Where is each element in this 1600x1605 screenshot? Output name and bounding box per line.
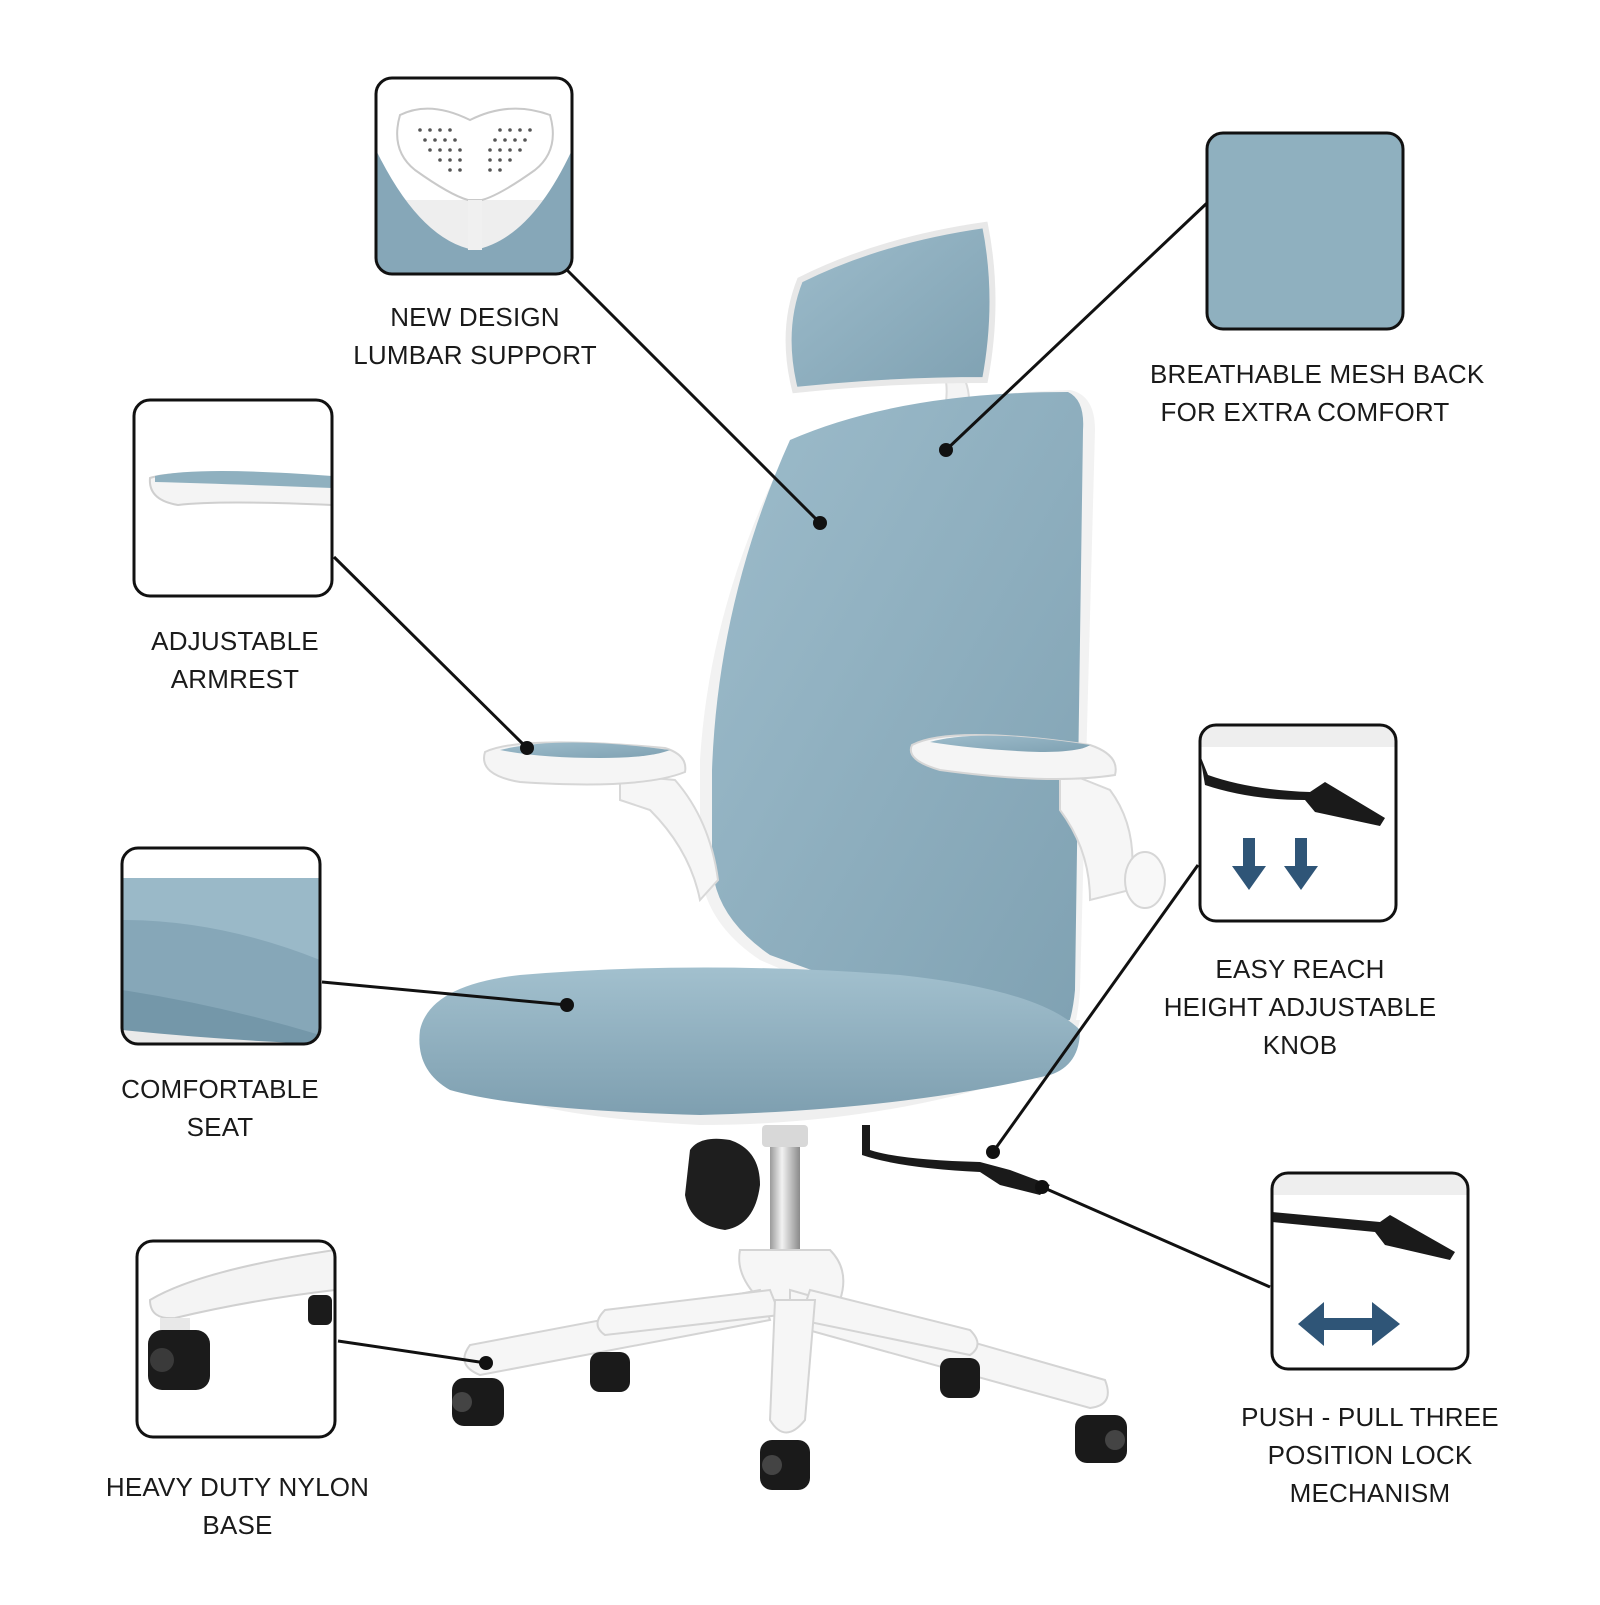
- casters: [452, 1352, 1127, 1490]
- chair: [419, 221, 1166, 1490]
- seat-callout-box: [120, 846, 322, 1046]
- nylon-base: [463, 1249, 1109, 1434]
- lock-mechanism-label: PUSH - PULL THREE POSITION LOCK MECHANIS…: [1241, 1402, 1499, 1508]
- seat-label: COMFORTABLE SEAT: [121, 1074, 319, 1142]
- lumbar-support-icon: [396, 107, 554, 250]
- height-knob-label: EASY REACH HEIGHT ADJUSTABLE KNOB: [1163, 954, 1437, 1060]
- base-label: HEAVY DUTY NYLON BASE: [105, 1472, 370, 1540]
- caster-wheel-icon: [148, 1248, 335, 1390]
- double-down-arrow-icon: [1232, 838, 1318, 890]
- right-armrest-knob: [1124, 851, 1166, 909]
- headrest: [785, 221, 996, 394]
- caster-front: [760, 1440, 810, 1490]
- lumbar-label: NEW DESIGN LUMBAR SUPPORT: [353, 302, 597, 370]
- caster-right-front: [1075, 1415, 1127, 1463]
- seat-cushion: [419, 967, 1080, 1115]
- armrest-label: ADJUSTABLE ARMREST: [151, 626, 319, 694]
- height-knob-callout-box: [1198, 723, 1398, 923]
- mesh-callout-box: [1205, 131, 1405, 331]
- leader-lines: [321, 201, 1271, 1370]
- lumbar-callout-box: [374, 76, 574, 276]
- backrest-mesh: [712, 392, 1084, 1055]
- caster-right-back: [940, 1358, 980, 1398]
- double-headed-arrow-icon: [1298, 1302, 1400, 1346]
- armrest-callout-box: [132, 398, 334, 598]
- lock-callout-box: [1270, 1171, 1470, 1371]
- caster-left-front: [452, 1378, 504, 1426]
- height-lever: [862, 1125, 1050, 1195]
- seat-cushion-icon: [122, 878, 320, 1044]
- tension-knob: [685, 1138, 760, 1230]
- base-callout-box: [135, 1239, 337, 1439]
- armrest-icon: [148, 471, 332, 507]
- gas-lift-cylinder: [770, 1135, 800, 1265]
- caster-left-back: [590, 1352, 630, 1392]
- left-armrest-post: [619, 773, 720, 903]
- mesh-swatch-icon: [1205, 131, 1405, 331]
- mesh-back-label: BREATHABLE MESH BACK FOR EXTRA COMFORT: [1150, 359, 1485, 427]
